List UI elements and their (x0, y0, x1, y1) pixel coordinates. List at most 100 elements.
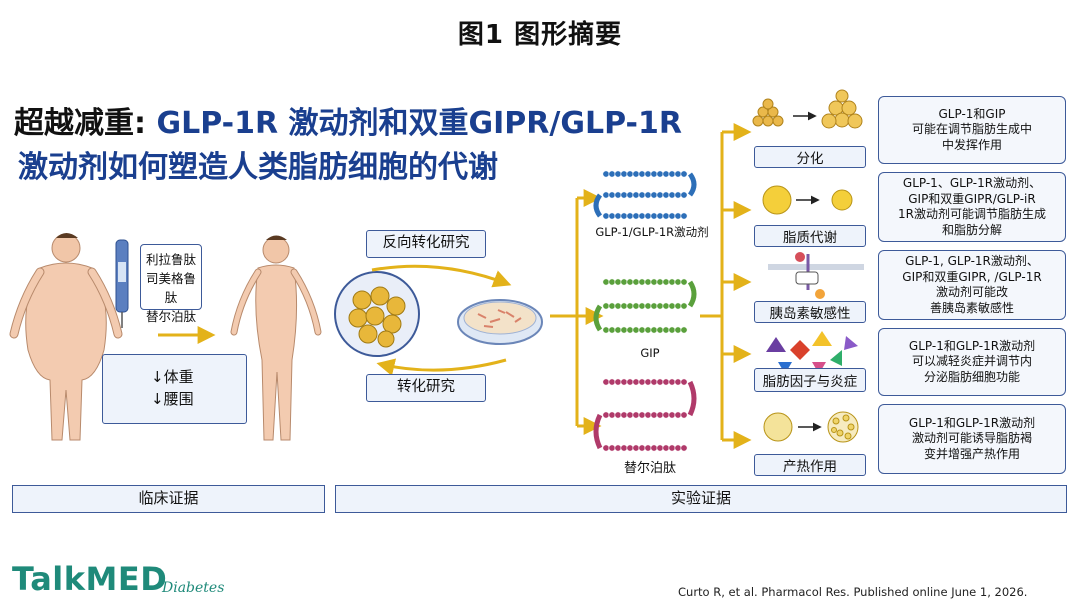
result-line: 善胰岛素敏感性 (929, 300, 1014, 315)
result-line: 激动剂可能诱导脂肪褐 (911, 431, 1032, 446)
forward-study-arrow (376, 358, 507, 377)
clinical-effect-box: ↓体重 ↓腰围 (102, 354, 247, 424)
peptide-bead (650, 302, 658, 310)
peptide-bead (626, 278, 634, 286)
peptide-bead (608, 191, 616, 199)
figure-title: 图1 图形摘要 (457, 20, 623, 50)
main-title-line2: 激动剂如何塑造人类脂肪细胞的代谢 (18, 150, 498, 185)
peptide-bead (662, 444, 670, 452)
adipocyte-cluster-icon (334, 271, 420, 357)
peptide-bead (680, 302, 688, 310)
result-line: 变并增强产热作用 (923, 446, 1020, 461)
peptide-bead (602, 302, 610, 310)
peptide-bead (680, 378, 688, 386)
peptide-bead (614, 378, 622, 386)
peptide-bead (602, 444, 610, 452)
peptide-turn (687, 172, 697, 197)
peptide-bead (614, 191, 622, 199)
slim-body-illustration (230, 235, 322, 441)
peptide-bead (662, 212, 670, 220)
injection-pen-icon (115, 239, 129, 328)
peptide-bead (638, 326, 646, 334)
reverse-study-arrow (371, 264, 512, 288)
peptide-bead (668, 302, 676, 310)
peptide-bead (626, 378, 634, 386)
peptide-bead (632, 444, 640, 452)
mechanism-adipokines: 脂肪因子与炎症 (754, 368, 866, 392)
peptide-bead (626, 326, 634, 334)
adipokine-inflammation-icon (766, 331, 858, 374)
peptide-bead (626, 170, 634, 178)
peptide-bead (644, 212, 652, 220)
peptide-bead (626, 302, 634, 310)
peptide-bead (638, 378, 646, 386)
talkmed-logo-subtitle: Diabetes (162, 580, 225, 596)
peptide-bead (632, 191, 640, 199)
result-line: GLP-1和GLP-1R激动剂 (908, 338, 1036, 353)
peptide-bead (620, 326, 628, 334)
peptide-bead (680, 444, 688, 452)
peptide-bead (668, 378, 676, 386)
experimental-evidence-bar: 实验证据 (335, 485, 1067, 513)
translation-box: 转化研究 (366, 374, 486, 402)
peptide-bead (674, 444, 682, 452)
drug-item: 利拉鲁肽 (145, 252, 196, 267)
peptide-bead (662, 411, 670, 419)
peptide-bead (650, 444, 658, 452)
peptide-bead (614, 212, 622, 220)
peptide-bead (638, 411, 646, 419)
peptide-bead (674, 411, 682, 419)
result-line: 激动剂可能改 (935, 285, 1008, 299)
peptide-bead (656, 170, 664, 178)
peptide-bead (644, 191, 652, 199)
peptide-label-tirzepatide: 替尔泊肽 (623, 461, 676, 476)
peptide-bead (650, 378, 658, 386)
peptide-bead (632, 170, 640, 178)
peptide-bead (656, 326, 664, 334)
peptide-bead (668, 212, 676, 220)
peptide-bead (638, 302, 646, 310)
peptide-bead (650, 191, 658, 199)
peptide-turn (687, 280, 697, 308)
peptide-bead (644, 302, 652, 310)
peptide-label-gip: GIP (640, 346, 660, 360)
clinical-evidence-bar: 临床证据 (12, 485, 325, 513)
peptide-bead (650, 326, 658, 334)
mechanism-thermogenesis: 产热作用 (754, 454, 866, 476)
peptide-bead (626, 411, 634, 419)
peptide-bead (656, 444, 664, 452)
peptide-bead (662, 191, 670, 199)
peptide-bead (662, 378, 670, 386)
peptide-bead (674, 212, 682, 220)
peptide-bead (602, 411, 610, 419)
peptide-bead (638, 191, 646, 199)
result-line: 可能在调节脂肪生成中 (911, 122, 1032, 137)
result-line: GLP-1, GLP-1R激动剂、 (905, 254, 1039, 268)
reverse-translation-box: 反向转化研究 (366, 230, 486, 258)
result-line: GLP-1、GLP-1R激动剂、 (902, 176, 1042, 190)
peptide-bead (620, 378, 628, 386)
peptide-bead (680, 326, 688, 334)
drug-item: 司美格鲁肽 (145, 271, 196, 305)
peptide-bead (614, 326, 622, 334)
peptide-bead (638, 444, 646, 452)
peptide-bead (644, 411, 652, 419)
peptide-bead (668, 170, 676, 178)
peptide-bead (680, 191, 688, 199)
peptide-bead (608, 302, 616, 310)
peptide-bead (632, 302, 640, 310)
peptide-bead (662, 326, 670, 334)
mechanism-differentiation: 分化 (754, 146, 866, 168)
peptide-bead (608, 444, 616, 452)
lipid-metabolism-icon (762, 185, 853, 215)
obese-body-illustration (9, 233, 123, 441)
effect-weight: ↓体重 (151, 368, 194, 386)
peptide-bead (638, 170, 646, 178)
main-title-prefix: 超越减重: (14, 106, 157, 141)
citation: Curto R, et al. Pharmacol Res. Published… (678, 585, 1028, 599)
insulin-receptor-icon (768, 252, 864, 299)
